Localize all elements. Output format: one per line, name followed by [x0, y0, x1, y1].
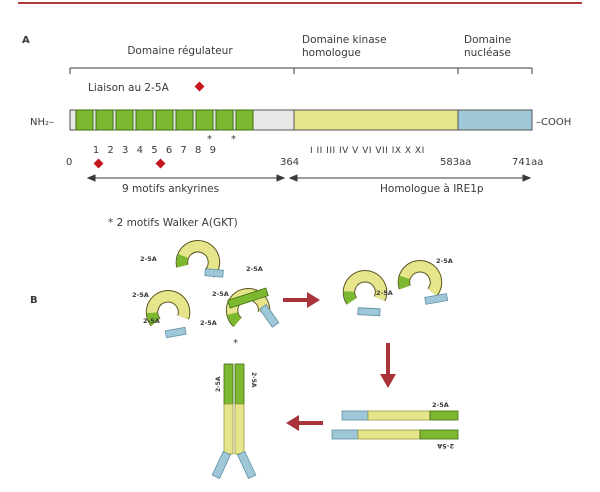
ankyrin-block	[195, 109, 214, 131]
motif-number: 3	[122, 145, 128, 156]
monomer-1	[179, 243, 224, 281]
position-741: 741aa	[512, 157, 543, 168]
walker-asterisk-1: *	[207, 134, 212, 145]
ankyrin-block	[135, 109, 154, 131]
ankyrin-block	[75, 109, 94, 131]
walker-motifs-note: * 2 motifs Walker A(GKT)	[108, 217, 238, 229]
ligand-label: 2-5A	[200, 319, 217, 327]
ligand-label: 2-5A	[437, 442, 454, 450]
ligand-label: 2-5A	[212, 290, 229, 298]
motif-number: 6	[166, 145, 172, 156]
position-364: 364	[280, 157, 299, 168]
ankyrin-block	[95, 109, 114, 131]
arrow-right	[283, 292, 320, 308]
vertical-dimer	[211, 363, 257, 479]
motif-number: 5	[151, 145, 157, 156]
ligand-label: 2-5A	[143, 317, 160, 325]
motif-number: 4	[137, 145, 143, 156]
bar-kinase-region	[293, 109, 459, 131]
bound-monomer-2	[400, 264, 449, 305]
ligand-label: 2-5A	[215, 376, 222, 392]
monomer-2	[149, 294, 188, 339]
horizontal-dimer	[331, 410, 459, 440]
ankyrin-block	[155, 109, 174, 131]
cooh-terminus-label: –COOH	[536, 117, 571, 128]
kinase-subdomain-labels: I II III IV V VI VII IX X XI	[310, 146, 425, 156]
arrow-left	[286, 415, 323, 431]
bound-monomer-pair	[348, 264, 449, 317]
motif-diamond-icon-2	[155, 158, 166, 169]
binding-diamond-icon	[194, 81, 205, 92]
motif-number: 2	[107, 145, 113, 156]
bar-nuclease-region	[457, 109, 533, 131]
walker-asterisk-2: *	[231, 134, 236, 145]
ligand-label: 2-5A	[436, 257, 453, 265]
domain-bracket	[69, 67, 533, 74]
ankyrin-block	[115, 109, 134, 131]
panel-b-label: B	[30, 295, 38, 306]
domain-kinase-title-line2: homologue	[302, 47, 361, 59]
domain-nuclease-title-line1: Domaine	[464, 34, 511, 46]
motif-number: 9	[210, 145, 216, 156]
binding-label: Liaison au 2-5A	[88, 82, 170, 94]
ligand-label: 2-5A	[246, 265, 263, 273]
motif-number: 7	[180, 145, 186, 156]
ligand-label: 2-5A	[250, 372, 257, 388]
ankyrin-block	[235, 109, 254, 131]
domain-kinase-title-line1: Domaine kinase	[302, 34, 387, 46]
arrow-down	[380, 343, 396, 388]
protein-bar	[69, 109, 533, 131]
position-0: 0	[66, 157, 72, 168]
domain-nuclease-title-line2: nucléase	[464, 47, 511, 59]
monomer-3	[227, 287, 280, 339]
ire1-span-arrow	[288, 174, 532, 182]
ankyrin-block	[175, 109, 194, 131]
domain-regulator-title: Domaine régulateur	[127, 45, 233, 57]
position-583: 583aa	[440, 157, 471, 168]
monomer-cluster	[149, 243, 280, 339]
ligand-label: 2-5A	[432, 401, 449, 409]
ligand-label: 2-5A	[132, 291, 149, 299]
ligand-label: 2-5A	[376, 289, 393, 297]
motif-number: 8	[195, 145, 201, 156]
motif-diamond-icon-1	[93, 158, 104, 169]
ankyrin-span-arrow	[86, 174, 286, 182]
bound-monomer-1	[348, 275, 384, 317]
nh2-terminus-label: NH₂–	[30, 117, 54, 128]
panel-a-label: A	[22, 35, 30, 46]
cluster-green-segment	[227, 287, 269, 309]
ankyrin-blocks	[75, 109, 254, 131]
dimer-asterisk: *	[233, 338, 238, 349]
ankyrin-motifs-label: 9 motifs ankyrines	[122, 183, 219, 195]
ankyrin-block	[215, 109, 234, 131]
motif-number: 1	[93, 145, 99, 156]
ire1-homolog-label: Homologue à IRE1p	[380, 183, 484, 195]
ligand-label: 2-5A	[140, 255, 157, 263]
